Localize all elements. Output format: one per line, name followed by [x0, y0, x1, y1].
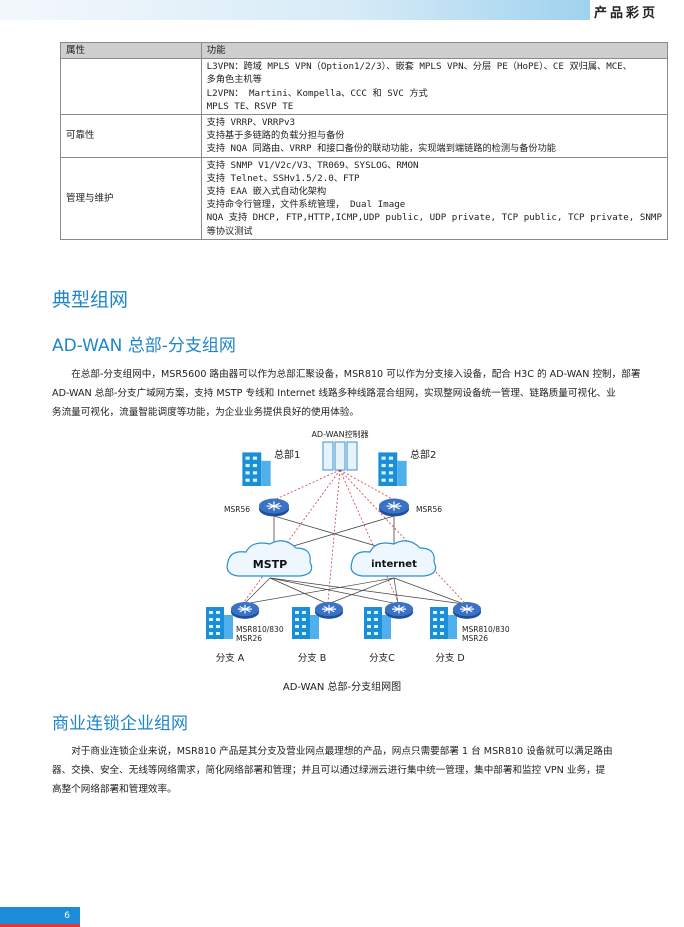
page-number: 6 — [64, 911, 70, 921]
table-header-func: 功能 — [200, 41, 669, 60]
table-line: 支持 EAA 嵌入式自动化架构 — [206, 186, 327, 198]
branch-b-label: 分支 B — [298, 652, 327, 664]
paragraph-line: 对于商业连锁企业来说，MSR810 产品是其分支及营业网点最理想的产品，网点只需… — [71, 746, 613, 757]
table-header-row: 属性 功能 — [60, 41, 669, 60]
table-header-attr: 属性 — [60, 41, 202, 60]
hq2-router-icon — [378, 497, 410, 518]
footer-accent — [0, 924, 80, 927]
table-line: 支持 Telnet、SSHv1.5/2.0、FTP — [206, 172, 360, 184]
table-line: 支持命令行管理，文件系统管理， Dual Image — [206, 199, 406, 211]
table-line: 支持基于多链路的负载分担与备份 — [206, 130, 345, 142]
controller-icon — [322, 441, 358, 471]
footer-page-tab: 6 — [0, 907, 80, 927]
table-cell-attr: 管理与维护 — [60, 156, 202, 240]
branch-model-left: MSR810/830 — [236, 625, 284, 634]
table-line: L2VPN： Martini、Kompella、CCC 和 SVC 方式 — [206, 87, 428, 99]
table-line: NQA 支持 DHCP, FTP,HTTP,ICMP,UDP public, U… — [206, 212, 662, 224]
hq2-router-label: MSR56 — [416, 505, 442, 514]
table-line: MPLS TE、RSVP TE — [206, 100, 294, 112]
branch-d-label: 分支 D — [435, 652, 464, 664]
controller-links — [243, 469, 465, 603]
table-line: 等协议测试 — [206, 225, 253, 237]
branch-a-building-icon — [206, 607, 233, 639]
branch-b-router-icon — [314, 601, 344, 620]
hq2-building-icon — [378, 452, 407, 486]
table-row: 可靠性 支持 VRRP、VRRPv3 支持基于多链路的负载分担与备份 支持 NQ… — [60, 114, 669, 158]
table-line: 多角色主机等 — [206, 74, 262, 86]
table-cell-func: 支持 VRRP、VRRPv3 支持基于多链路的负载分担与备份 支持 NQA 同路… — [200, 114, 669, 158]
branch-a-router-icon — [230, 601, 260, 620]
section-title-chain: 商业连锁企业组网 — [52, 714, 188, 734]
table-cell-attr: 可靠性 — [60, 114, 202, 158]
branch-c-router-icon — [384, 601, 414, 620]
controller-label: AD-WAN控制器 — [311, 429, 368, 439]
mstp-cloud-label: MSTP — [253, 558, 287, 571]
header-bar: 产品彩页 — [0, 0, 684, 21]
paragraph-line: AD-WAN 总部-分支广域网方案，支持 MSTP 专线和 Internet 线… — [52, 388, 616, 399]
header-gradient — [0, 0, 590, 20]
table-line: 支持 SNMP V1/V2c/V3、TR069、SYSLOG、RMON — [206, 159, 419, 171]
adwan-paragraph: 在总部-分支组网中，MSR5600 路由器可以作为总部汇聚设备，MSR810 可… — [52, 365, 672, 422]
mstp-cloud-icon — [226, 540, 313, 577]
diagram-caption: AD-WAN 总部-分支组网图 — [282, 682, 402, 693]
spec-table: 属性 功能 L3VPN：跨域 MPLS VPN（Option1/2/3）、嵌套 … — [60, 41, 669, 240]
hq1-building-icon — [242, 452, 271, 486]
chain-paragraph: 对于商业连锁企业来说，MSR810 产品是其分支及营业网点最理想的产品，网点只需… — [52, 742, 672, 799]
internet-cloud-icon — [350, 540, 437, 577]
table-row: L3VPN：跨域 MPLS VPN（Option1/2/3）、嵌套 MPLS V… — [60, 58, 669, 116]
table-row: 管理与维护 支持 SNMP V1/V2c/V3、TR069、SYSLOG、RMO… — [60, 156, 669, 240]
header-title: 产品彩页 — [593, 6, 658, 21]
branch-links — [243, 577, 465, 605]
branch-model-right: MSR810/830 — [462, 625, 510, 634]
table-cell-func: L3VPN：跨域 MPLS VPN（Option1/2/3）、嵌套 MPLS V… — [200, 58, 669, 116]
paragraph-line: 务流量可视化，流量智能调度等功能，为企业业务提供良好的使用体验。 — [52, 407, 359, 418]
internet-cloud-label: internet — [371, 559, 417, 570]
branch-d-router-icon — [452, 601, 482, 620]
paragraph-line: 器、交换、安全、无线等网络需求，简化网络部署和管理；并且可以通过绿洲云进行集中统… — [52, 765, 606, 776]
table-cell-attr — [60, 58, 202, 116]
hq2-label: 总部2 — [410, 448, 436, 461]
adwan-network-diagram: AD-WAN控制器 总部1 总部2 MSR56 MSR56 MSTP inter… — [206, 429, 510, 664]
table-line: 支持 VRRP、VRRPv3 — [206, 117, 296, 129]
hq1-router-icon — [258, 497, 290, 518]
branch-a-label: 分支 A — [216, 652, 245, 664]
branch-model-left2: MSR26 — [236, 634, 262, 643]
hq1-label: 总部1 — [274, 448, 300, 461]
section-title-typical: 典型组网 — [52, 289, 129, 311]
paragraph-line: 在总部-分支组网中，MSR5600 路由器可以作为总部汇聚设备，MSR810 可… — [71, 369, 641, 380]
table-cell-func: 支持 SNMP V1/V2c/V3、TR069、SYSLOG、RMON 支持 T… — [200, 156, 669, 240]
hq1-router-label: MSR56 — [224, 505, 250, 514]
branch-model-right2: MSR26 — [462, 634, 488, 643]
table-line: L3VPN：跨域 MPLS VPN（Option1/2/3）、嵌套 MPLS V… — [206, 61, 632, 73]
table-line: 支持 NQA 同路由、VRRP 和接口备份的联动功能，实现端到端链路的检测与备份… — [206, 143, 556, 155]
branch-c-label: 分支C — [369, 652, 395, 664]
section-title-adwan: AD-WAN 总部-分支组网 — [52, 336, 236, 356]
paragraph-line: 高整个网络部署和管理效率。 — [52, 784, 177, 795]
